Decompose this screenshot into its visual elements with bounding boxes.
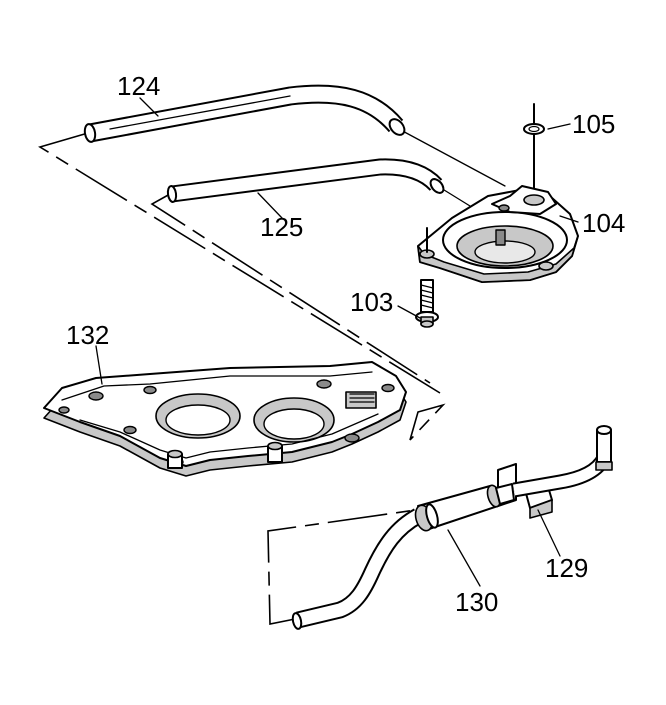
callout-103: 103 [350, 287, 393, 317]
housing-104 [417, 185, 579, 283]
callout-132: 132 [66, 320, 109, 350]
callout-129: 129 [545, 553, 588, 583]
leader-lines [95, 97, 579, 587]
callout-124: 124 [117, 71, 160, 101]
callout-125: 125 [260, 212, 303, 242]
bolt-103 [415, 227, 439, 328]
tube-124 [83, 84, 406, 143]
seal-105 [523, 103, 545, 191]
callout-130: 130 [455, 587, 498, 617]
plate-132 [43, 361, 407, 477]
callout-105: 105 [572, 109, 615, 139]
tube-125 [166, 158, 445, 203]
hose-130 [291, 425, 613, 630]
alignment-lines [38, 127, 506, 625]
callout-104: 104 [582, 208, 625, 238]
